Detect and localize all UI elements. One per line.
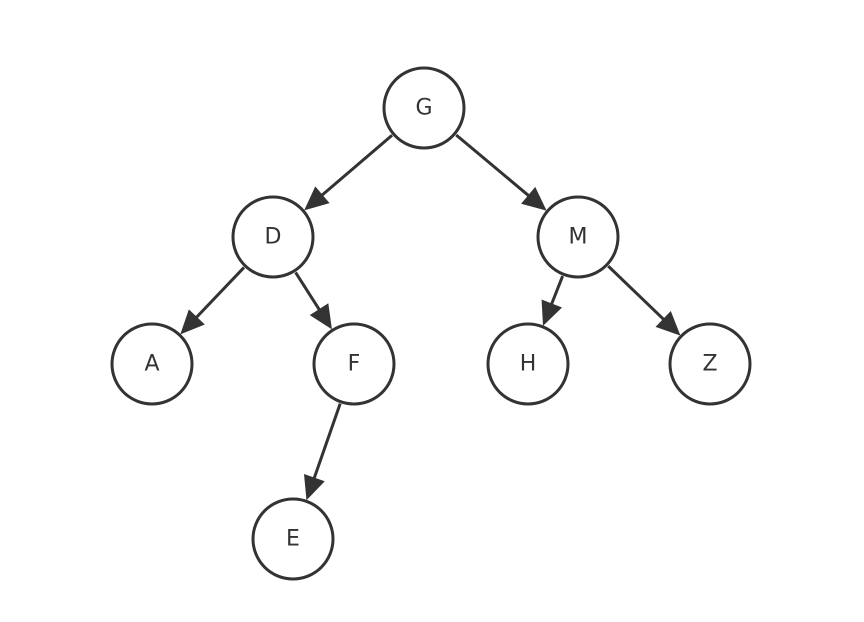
node-g: G: [382, 66, 466, 150]
node-h: H: [486, 322, 570, 406]
edges-layer: [180, 133, 681, 501]
edge-line: [294, 271, 322, 312]
node-circle: [486, 322, 570, 406]
edge-f-e: [304, 403, 342, 501]
node-circle: [312, 322, 396, 406]
node-circle: [536, 195, 620, 279]
node-label: F: [348, 352, 361, 377]
edge-d-a: [180, 266, 246, 335]
edge-m-h: [541, 275, 565, 326]
edge-line: [549, 275, 565, 306]
edge-g-d: [304, 134, 394, 211]
arrowhead-icon: [180, 309, 205, 335]
node-circle: [251, 497, 335, 581]
edge-line: [194, 266, 246, 320]
arrowhead-icon: [521, 186, 547, 211]
edge-line: [319, 134, 394, 198]
arrowhead-icon: [541, 299, 563, 326]
node-d: D: [231, 195, 315, 279]
edge-line: [312, 403, 342, 481]
nodes-layer: G D M A F H Z E: [110, 66, 752, 581]
arrowhead-icon: [309, 303, 332, 330]
node-label: E: [286, 527, 300, 552]
node-z: Z: [668, 322, 752, 406]
edge-line: [607, 265, 666, 322]
node-a: A: [110, 322, 194, 406]
arrowhead-icon: [304, 186, 330, 211]
edge-g-m: [455, 133, 547, 211]
node-circle: [231, 195, 315, 279]
edge-m-z: [607, 265, 681, 336]
edge-line: [455, 133, 531, 198]
node-label: D: [265, 225, 282, 250]
arrowhead-icon: [304, 474, 325, 501]
node-m: M: [536, 195, 620, 279]
node-label: Z: [702, 352, 717, 377]
node-f: F: [312, 322, 396, 406]
node-circle: [382, 66, 466, 150]
node-circle: [668, 322, 752, 406]
edge-d-f: [294, 271, 332, 330]
node-label: G: [415, 96, 432, 121]
node-circle: [110, 322, 194, 406]
node-e: E: [251, 497, 335, 581]
node-label: H: [520, 352, 537, 377]
node-label: M: [569, 225, 588, 250]
node-label: A: [144, 352, 159, 377]
arrowhead-icon: [655, 311, 681, 336]
